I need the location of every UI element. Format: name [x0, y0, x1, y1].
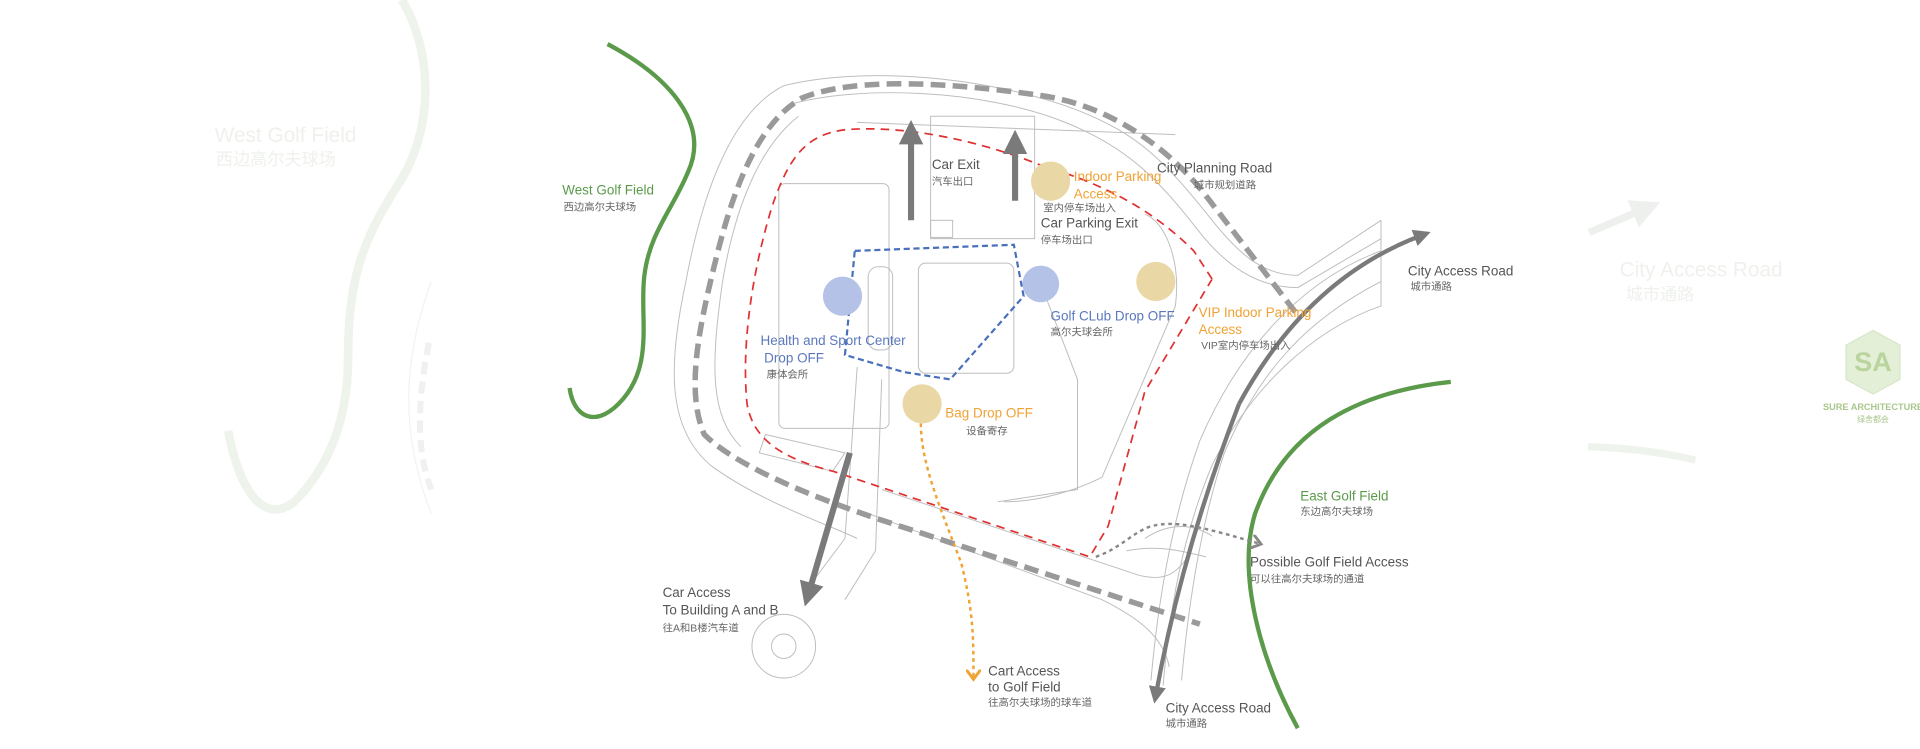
possible-access-cn: 可以往高尔夫球场的通道	[1250, 573, 1364, 586]
golf-club-dropoff-cn: 高尔夫球会所	[1051, 325, 1113, 338]
health-center-dropoff-marker[interactable]	[822, 276, 863, 316]
bag-drop-cn: 设备寄存	[966, 424, 1008, 437]
east-golf-label: East Golf Field	[1300, 489, 1388, 504]
west-golf-cn: 西边高尔夫球场	[563, 201, 636, 214]
car-exit-label: Car Exit	[932, 157, 980, 172]
vip-parking-marker[interactable]	[1136, 261, 1176, 302]
faded-west-golf-boundary	[223, 0, 430, 514]
faded-west-golf-label: West Golf Field	[215, 124, 357, 147]
health-center-label: Health and Sport Center	[761, 333, 907, 348]
main-road-dashed	[692, 81, 1298, 627]
logo-name: SURE ARCHITECTURE	[1823, 402, 1920, 412]
faded-west-golf-cn: 西边高尔夫球场	[216, 149, 336, 169]
golf-club-dropoff-marker[interactable]	[1022, 265, 1060, 303]
car-parking-exit-cn: 停车场出口	[1041, 234, 1093, 247]
bag-drop-label: Bag Drop OFF	[945, 405, 1032, 420]
indoor-parking-label-2: Access	[1074, 186, 1118, 201]
car-access-cn: 往A和B楼汽车道	[663, 622, 739, 635]
city-planning-road-cn: 城市规划道路	[1194, 178, 1257, 191]
cart-access-cn: 往高尔夫球场的球车道	[988, 696, 1092, 709]
dropoff-loop-dashed	[843, 243, 1025, 381]
west-golf-boundary	[567, 42, 697, 420]
vip-parking-cn: VIP室内停车场出入	[1201, 339, 1291, 352]
city-access-road-south-label: City Access Road	[1166, 700, 1271, 715]
cart-route-dotted	[919, 423, 974, 676]
logo-mark: SA	[1854, 347, 1891, 377]
indoor-parking-marker[interactable]	[1030, 161, 1071, 201]
city-access-road-south-arrow-icon	[1148, 403, 1242, 704]
vip-parking-label: VIP Indoor Parking	[1199, 305, 1312, 320]
east-golf-boundary	[1246, 379, 1451, 730]
indoor-parking-label: Indoor Parking	[1074, 169, 1162, 184]
sure-architecture-logo: SA SURE ARCHITECTURE 绿舍都会	[1823, 329, 1920, 424]
city-access-road-south-cn: 城市通路	[1166, 717, 1208, 730]
health-center-label-2: Drop OFF	[764, 350, 824, 365]
logo-cn: 绿舍都会	[1857, 414, 1889, 424]
car-exit-cn: 汽车出口	[932, 175, 974, 188]
faded-road-edge	[408, 281, 432, 515]
car-access-label-2: To Building A and B	[663, 602, 779, 617]
city-access-road-arrow-icon	[1237, 229, 1431, 405]
car-access-label: Car Access	[663, 585, 731, 600]
city-access-road-label: City Access Road	[1408, 263, 1513, 278]
faded-east-golf-boundary	[1587, 443, 1697, 464]
possible-access-dotted	[1095, 522, 1259, 559]
golf-club-dropoff-label: Golf CLub Drop OFF	[1051, 309, 1175, 324]
east-golf-cn: 东边高尔夫球场	[1300, 505, 1373, 518]
possible-access-label: Possible Golf Field Access	[1250, 555, 1409, 570]
city-access-road-cn: 城市通路	[1410, 280, 1452, 293]
west-golf-label: West Golf Field	[562, 183, 654, 198]
health-center-cn: 康体会所	[767, 368, 809, 381]
car-parking-exit-label: Car Parking Exit	[1041, 216, 1138, 231]
bag-drop-marker[interactable]	[902, 384, 942, 424]
car-access-arrow-icon	[799, 451, 853, 607]
cart-access-label: Cart Access	[988, 664, 1060, 679]
site-outlines	[673, 75, 1382, 686]
faded-city-access-cn: 城市通路	[1626, 284, 1694, 304]
city-planning-road-label: City Planning Road	[1157, 161, 1272, 176]
faded-road-dashes	[416, 342, 435, 491]
faded-arrow-icon	[1587, 200, 1661, 236]
faded-city-access-label: City Access Road	[1620, 259, 1783, 282]
vip-parking-label-2: Access	[1199, 322, 1243, 337]
cart-access-label-2: to Golf Field	[988, 679, 1061, 694]
indoor-parking-cn: 室内停车场出入	[1043, 202, 1116, 215]
